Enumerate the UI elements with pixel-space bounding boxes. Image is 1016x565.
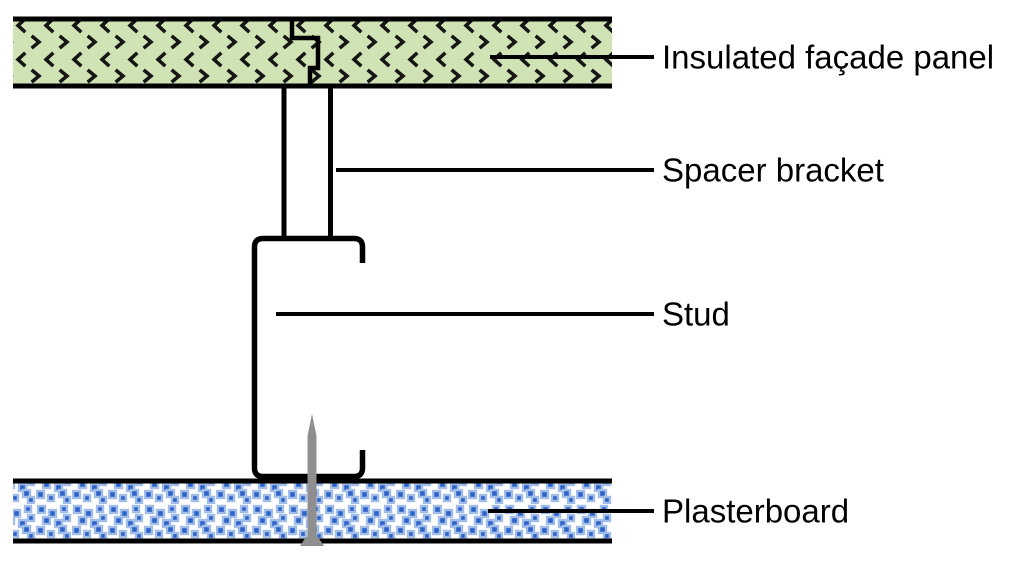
screw-tip <box>307 414 317 436</box>
leader-lines <box>276 55 654 513</box>
callout-labels: Insulated façade panel Spacer bracket St… <box>662 39 994 530</box>
stud-profile <box>251 235 366 480</box>
label-spacer-bracket: Spacer bracket <box>662 152 884 189</box>
facade-panel-hatch <box>13 17 612 86</box>
label-facade-panel: Insulated façade panel <box>662 39 994 76</box>
facade-panel <box>13 16 612 89</box>
label-plasterboard: Plasterboard <box>662 493 849 530</box>
screw-head <box>300 537 324 546</box>
screw-shaft <box>307 435 317 538</box>
screw-fastener <box>300 414 324 546</box>
facade-panel-joint <box>289 18 321 86</box>
spacer-bracket <box>281 88 333 238</box>
label-stud: Stud <box>662 296 730 333</box>
